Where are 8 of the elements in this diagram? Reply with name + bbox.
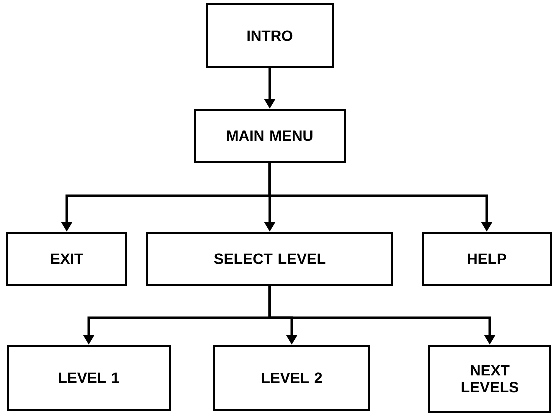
menu-box: MAIN MENU: [194, 109, 346, 163]
menu-box: SELECT LEVEL: [146, 232, 394, 286]
menu-box: NEXT LEVELS: [428, 345, 552, 413]
menu-box: EXIT: [6, 232, 128, 286]
menu-box: LEVEL 2: [214, 345, 370, 411]
menu-box: LEVEL 1: [7, 345, 171, 411]
menu-box: HELP: [422, 232, 552, 286]
menu-box: INTRO: [206, 4, 334, 68]
